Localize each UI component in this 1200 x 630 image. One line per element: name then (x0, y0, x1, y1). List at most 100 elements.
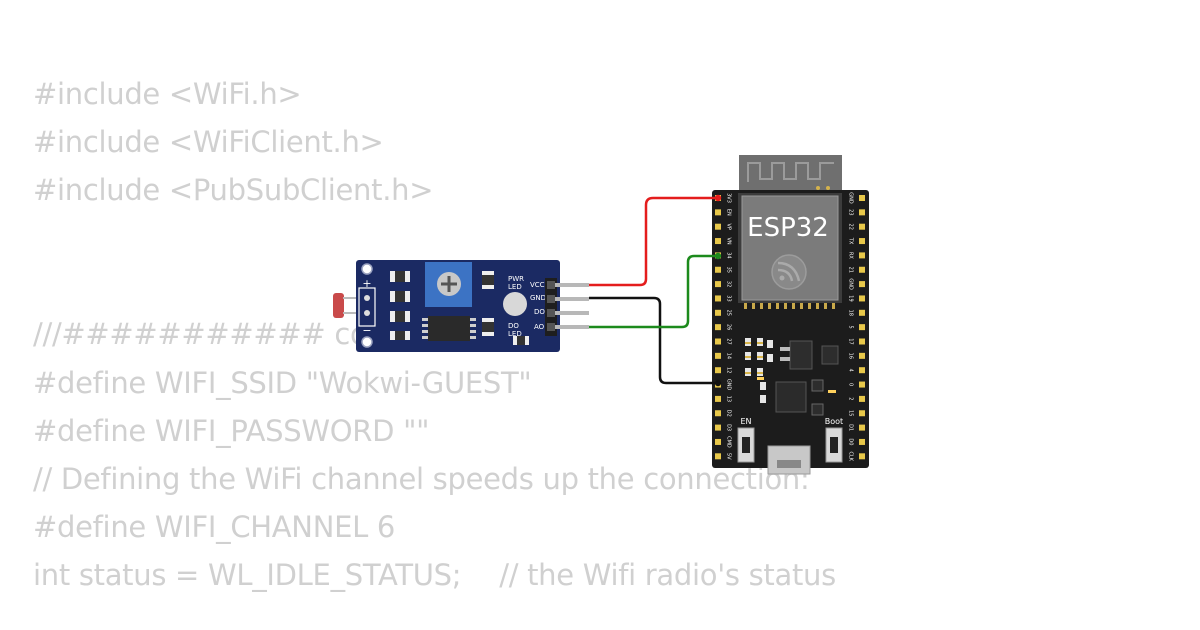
pin-label: 22 (848, 224, 854, 230)
photoresistor (333, 293, 344, 318)
pin-label: 0 (848, 383, 854, 386)
pin-left-26[interactable] (715, 324, 721, 331)
pin-label: 34 (726, 252, 732, 258)
gnd-wire[interactable] (589, 296, 718, 385)
pin-label: RX (848, 252, 854, 259)
sensor-header (545, 278, 557, 336)
pin-label: 14 (726, 353, 732, 359)
code-line: #define WIFI_SSID "Wokwi-GUEST" (33, 365, 532, 400)
pin-left-13[interactable] (715, 395, 721, 402)
pin-right-d0[interactable] (859, 438, 865, 445)
pin-right-d1[interactable] (859, 424, 865, 431)
left-pin-header: 3V3ENVPVN343532332526271412GND13D2D3CMD5… (714, 193, 732, 460)
pin-label: 21 (848, 267, 854, 273)
pin-left-14[interactable] (715, 352, 721, 359)
pin-left-cmd[interactable] (715, 438, 721, 445)
pin-label-ao: AO (534, 323, 545, 331)
pin-label: 5V (726, 453, 732, 460)
do-led-label: DO (508, 322, 519, 330)
pin-label: 27 (726, 338, 732, 344)
pin-left-d3[interactable] (715, 424, 721, 431)
micro-usb-port (767, 445, 811, 475)
pin-left-35[interactable] (715, 266, 721, 273)
pin-label: 5 (848, 326, 854, 329)
esp32-components (745, 338, 839, 416)
pin-right-5[interactable] (859, 324, 865, 331)
pin-label: GND (848, 192, 854, 204)
svg-text:LED: LED (508, 283, 522, 291)
pin-right-17[interactable] (859, 338, 865, 345)
pin-right-21[interactable] (859, 266, 865, 273)
minus-label: − (362, 324, 371, 337)
pin-right-2[interactable] (859, 395, 865, 402)
pin-right-tx[interactable] (859, 238, 865, 245)
ldr-sensor-module[interactable]: + − (333, 260, 589, 352)
pin-right-gnd[interactable] (859, 195, 865, 201)
pin-label: TX (848, 237, 854, 245)
pin-label: CMD (726, 436, 732, 448)
pin-label: 15 (848, 410, 854, 416)
pin-right-19[interactable] (859, 295, 865, 302)
pin-left-12[interactable] (715, 367, 721, 374)
pin-left-vn[interactable] (715, 238, 721, 245)
vcc-wire[interactable] (589, 196, 718, 287)
pin-label: 35 (726, 267, 732, 273)
pin-label: 25 (726, 310, 732, 316)
svg-text:LED: LED (508, 330, 522, 338)
pin-label: GND (726, 379, 732, 391)
code-line: #include <WiFiClient.h> (33, 125, 384, 160)
code-line: #define WIFI_CHANNEL 6 (33, 509, 396, 544)
pin-label: VN (726, 237, 732, 244)
pin-left-d2[interactable] (715, 410, 721, 417)
pin-label: GND (848, 278, 854, 290)
pin-label: D3 (726, 424, 732, 431)
pin-label: VP (726, 223, 732, 229)
pin-label: 26 (726, 324, 732, 330)
pin-label: 16 (848, 353, 854, 359)
pin-left-33[interactable] (715, 295, 721, 302)
pin-left-27[interactable] (715, 338, 721, 345)
pin-right-gnd[interactable] (859, 281, 865, 288)
en-label: EN (740, 417, 751, 426)
status-comment: // the Wifi radio's status (499, 557, 836, 592)
pin-label-vcc: VCC (530, 281, 545, 289)
sensor-pin-legs (555, 283, 589, 329)
pin-left-25[interactable] (715, 309, 721, 316)
pin-left-5v[interactable] (715, 453, 721, 460)
pin-label: 17 (848, 338, 854, 344)
smd-resistors (390, 271, 529, 345)
pin-left-32[interactable] (715, 281, 721, 288)
esp32-board[interactable]: ESP32 (712, 155, 869, 475)
wires (589, 196, 718, 385)
pin-right-rx[interactable] (859, 252, 865, 259)
potentiometer-knob[interactable] (425, 262, 472, 307)
pin-right-22[interactable] (859, 223, 865, 230)
status-led (503, 292, 527, 316)
ao-wire[interactable] (589, 254, 718, 329)
pwr-led-label: PWR (508, 275, 524, 283)
pin-label: D1 (848, 424, 854, 431)
pin-right-clk[interactable] (859, 453, 865, 460)
code-line: #include <PubSubClient.h> (33, 173, 434, 208)
boot-button[interactable] (825, 427, 843, 463)
pin-label: 19 (848, 295, 854, 301)
esp32-title: ESP32 (747, 213, 829, 243)
pin-right-15[interactable] (859, 410, 865, 417)
en-button[interactable] (737, 427, 755, 463)
status-code: int status = WL_IDLE_STATUS; (33, 557, 462, 592)
pin-left-en[interactable] (715, 209, 721, 216)
code-line: #define WIFI_PASSWORD "" (33, 413, 430, 448)
pin-label: 32 (726, 281, 732, 287)
pin-right-16[interactable] (859, 352, 865, 359)
code-line-status: int status = WL_IDLE_STATUS; // the Wifi … (33, 551, 836, 599)
pin-right-18[interactable] (859, 309, 865, 316)
pin-label: 3V3 (726, 193, 732, 203)
pin-label-do: DO (534, 308, 545, 316)
pin-right-0[interactable] (859, 381, 865, 388)
pin-left-vp[interactable] (715, 223, 721, 230)
pin-right-4[interactable] (859, 367, 865, 374)
pin-right-23[interactable] (859, 209, 865, 216)
pin-label: 23 (848, 209, 854, 215)
espressif-logo-icon (771, 254, 807, 290)
